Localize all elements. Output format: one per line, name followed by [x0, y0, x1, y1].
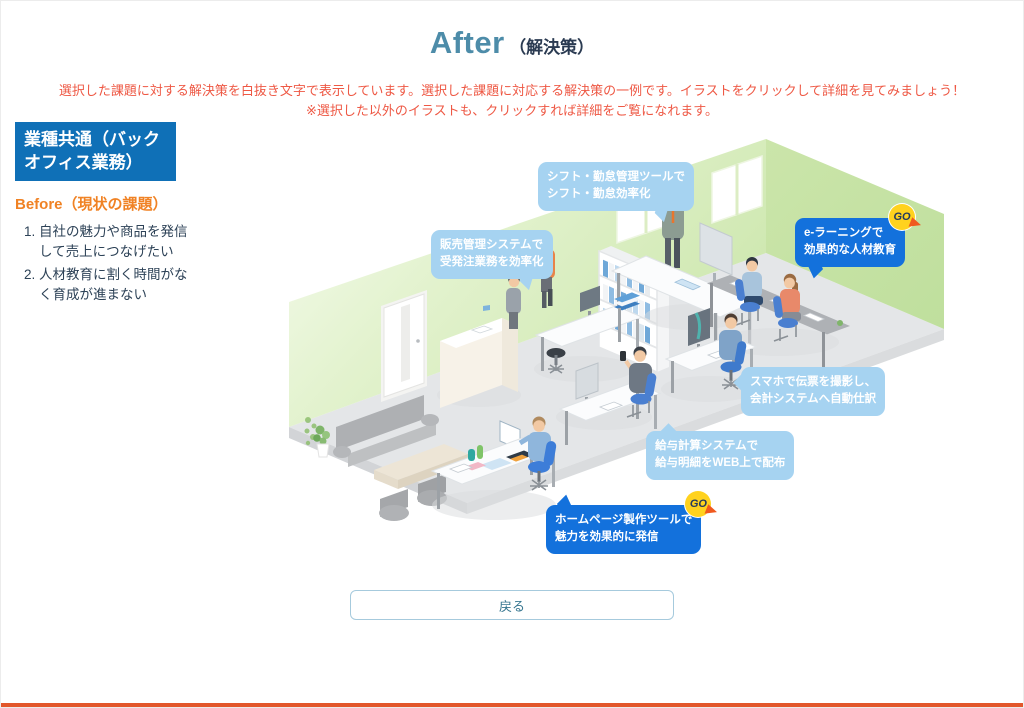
- instructions-line2: ※選択した以外のイラストも、クリックすれば詳細をご覧になれます。: [306, 102, 718, 118]
- wall-art: [304, 417, 317, 446]
- office-chair: [546, 348, 566, 374]
- payroll-worker[interactable]: [556, 346, 662, 446]
- elearning-woman: [773, 273, 801, 342]
- issue-item-1: 自社の魅力や商品を発信して売上につなげたい: [39, 222, 189, 263]
- go-badge: GO: [889, 204, 923, 231]
- armchair: [379, 489, 409, 521]
- back-button[interactable]: 戻る: [350, 590, 674, 620]
- window-right: [711, 154, 763, 225]
- callout-receipt-accounting[interactable]: スマホで伝票を撮影し、 会計システムへ自動仕訳: [733, 367, 886, 416]
- page-title: After: [429, 25, 505, 60]
- accounting-worker[interactable]: [661, 308, 758, 402]
- desk-items: [448, 445, 534, 473]
- callout-e-learning[interactable]: e-ラーニングで 効果的な人材教育 GO: [795, 204, 923, 278]
- before-heading: Before（現状の課題）: [15, 196, 168, 214]
- instructions-line1: 選択した課題に対する解決策を白抜き文字で表示しています。選択した課題に対応する解…: [58, 83, 966, 98]
- plant: [313, 425, 330, 458]
- sidebar: 業種共通（バックオフィス業務） Before（現状の課題） 自社の魅力や商品を発…: [15, 122, 191, 307]
- issue-list: 自社の魅力や商品を発信して売上につなげたい 人材教育に割く時間がなく育成が進まな…: [21, 222, 189, 305]
- instructions: 選択した課題に対する解決策を白抜き文字で表示しています。選択した課題に対応する解…: [1, 81, 1023, 120]
- sofa: [333, 395, 439, 467]
- homepage-worker[interactable]: [430, 416, 560, 521]
- accounting-man: [719, 313, 747, 390]
- homepage-person: [518, 416, 557, 491]
- office-illustration[interactable]: [284, 127, 946, 609]
- page-subtitle: （解決策）: [509, 38, 595, 57]
- callout-payroll[interactable]: 給与計算システムで 給与明細をWEB上で配布: [646, 423, 795, 480]
- callout-shift-management[interactable]: シフト・勤怠管理ツールで シフト・勤怠効率化: [538, 162, 694, 222]
- elearning-workers[interactable]: [707, 257, 850, 376]
- issue-item-2: 人材教育に割く時間がなく育成が進まない: [39, 265, 189, 306]
- reception-counter[interactable]: [437, 273, 521, 408]
- book-stack: [614, 292, 640, 311]
- go-badge: GO: [685, 491, 719, 518]
- callout-sales-management[interactable]: 販売管理システムで 受発注業務を効率化: [431, 230, 553, 290]
- bottom-accent-bar: [1, 703, 1023, 707]
- callout-homepage-tool[interactable]: ホームページ製作ツールで 魅力を効果的に発信 GO: [546, 491, 719, 554]
- door: [381, 290, 427, 402]
- category-box: 業種共通（バックオフィス業務）: [15, 122, 176, 182]
- page-header: After （解決策）: [1, 25, 1023, 61]
- elearning-man: [735, 257, 763, 326]
- payroll-man: [620, 346, 657, 418]
